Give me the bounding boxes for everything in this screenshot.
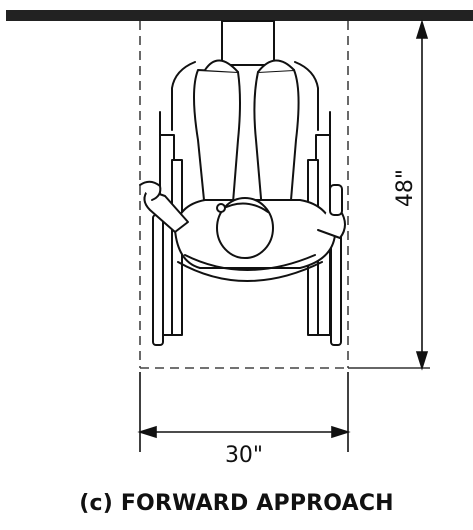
width-dimension-label: 30"	[225, 443, 263, 468]
forward-approach-diagram: 48" 30"	[6, 10, 473, 468]
wall-bar	[6, 10, 473, 21]
width-dimension	[137, 372, 351, 452]
wheelchair-figure	[139, 20, 346, 346]
figure-caption: (c) FORWARD APPROACH	[79, 491, 394, 516]
height-dimension	[415, 19, 429, 371]
height-dimension-label: 48"	[393, 169, 418, 207]
clear-floor-space	[139, 21, 349, 369]
